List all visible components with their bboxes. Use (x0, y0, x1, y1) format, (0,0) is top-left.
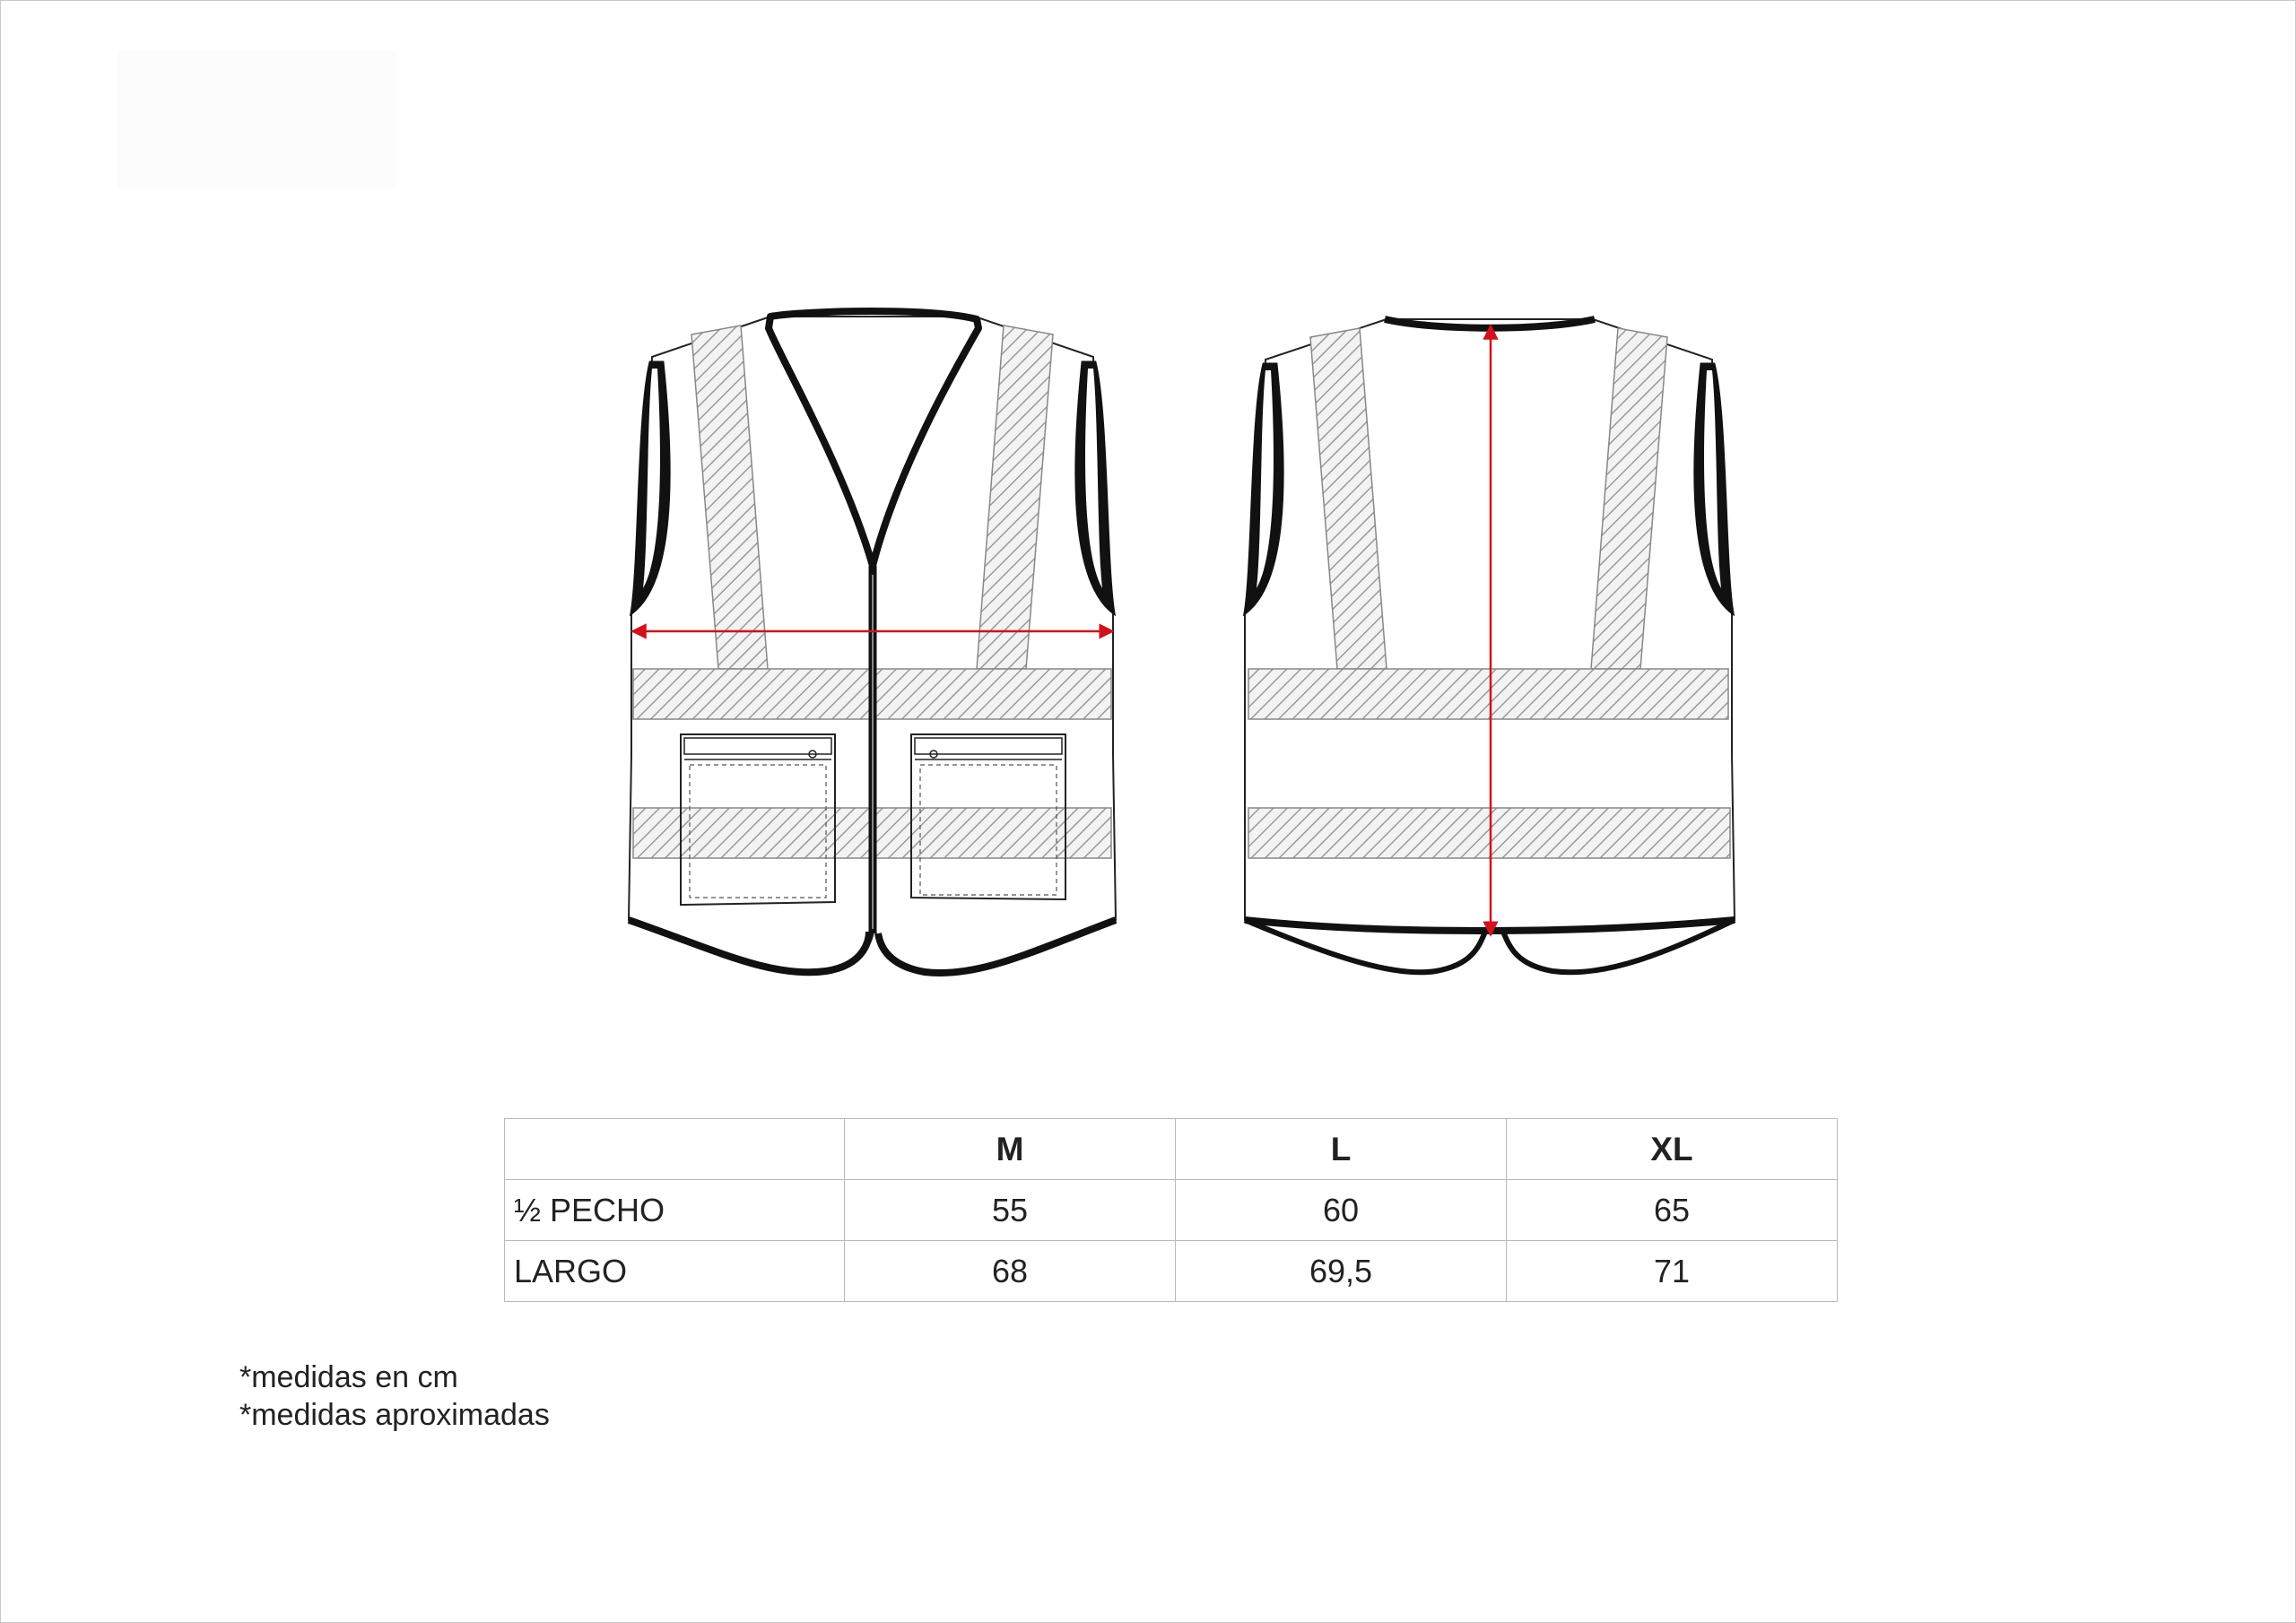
table-row: ½ PECHO 55 60 65 (504, 1179, 1838, 1241)
row-label-largo: LARGO (504, 1240, 845, 1302)
header-cell-xl: XL (1506, 1118, 1838, 1180)
header-cell-l: L (1175, 1118, 1507, 1180)
note-units: *medidas en cm (239, 1360, 458, 1394)
row-label-pecho: ½ PECHO (504, 1179, 845, 1241)
table-cell: 55 (844, 1179, 1176, 1241)
front-vest-drawing (627, 308, 1118, 976)
size-table: M L XL ½ PECHO 55 60 65 LARGO 68 69,5 71 (504, 1118, 1838, 1302)
table-cell: 65 (1506, 1179, 1838, 1241)
note-approximate: *medidas aproximadas (239, 1398, 550, 1432)
table-cell: 71 (1506, 1240, 1838, 1302)
table-cell: 69,5 (1175, 1240, 1507, 1302)
faint-logo-area (117, 50, 396, 189)
table-header-row: M L XL (504, 1118, 1838, 1180)
vest-drawings (627, 308, 1736, 976)
table-row: LARGO 68 69,5 71 (504, 1240, 1838, 1302)
measurement-notes: *medidas en cm *medidas aproximadas (239, 1358, 550, 1434)
header-cell-empty (504, 1118, 845, 1180)
table-cell: 60 (1175, 1179, 1507, 1241)
front-left-pocket (680, 733, 836, 907)
front-right-pocket (910, 733, 1066, 901)
table-cell: 68 (844, 1240, 1176, 1302)
header-cell-m: M (844, 1118, 1176, 1180)
